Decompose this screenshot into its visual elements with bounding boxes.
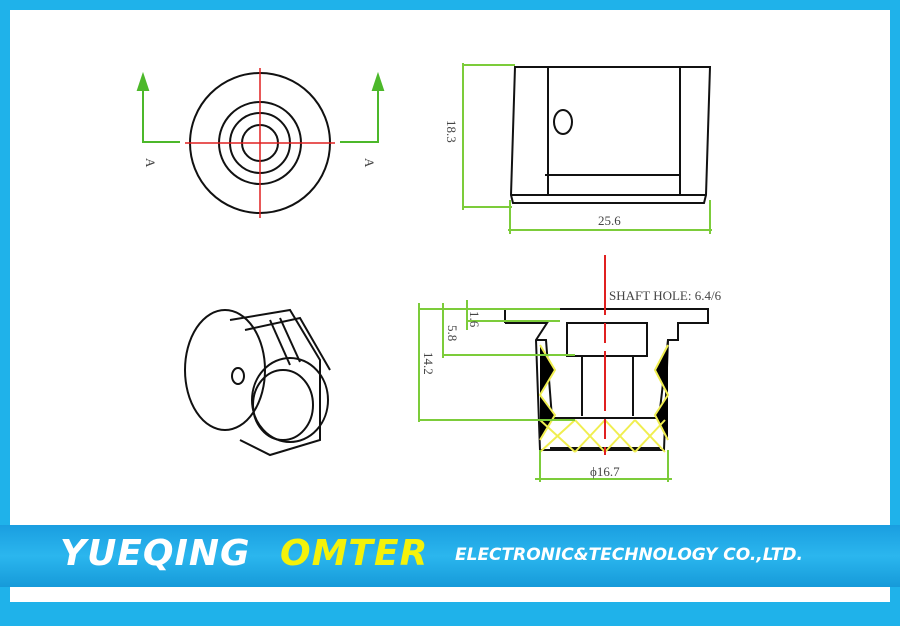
width-dimension: 25.6	[598, 213, 621, 228]
side-view	[509, 66, 712, 204]
section-label-left: A	[143, 158, 158, 168]
centerlines-top	[185, 68, 335, 218]
section-label-right: A	[362, 158, 377, 168]
dim-14-2: 14.2	[421, 352, 436, 375]
dim-1-6: 1.6	[467, 311, 482, 328]
section-view	[504, 308, 709, 451]
side-dimensions	[462, 63, 712, 234]
company-name-yellow: OMTER	[280, 533, 429, 574]
section-dimensions	[418, 300, 672, 482]
section-hatch	[538, 344, 670, 453]
company-banner: YUEQING OMTER ELECTRONIC&TECHNOLOGY CO.,…	[0, 525, 900, 587]
diameter-dimension: ϕ16.7	[590, 464, 620, 479]
company-subtitle: ELECTRONIC&TECHNOLOGY CO.,LTD.	[455, 545, 803, 565]
company-name-white: YUEQING	[60, 533, 251, 574]
drawing-sheet	[10, 10, 890, 602]
dim-5-8: 5.8	[445, 325, 460, 341]
perspective-view	[184, 308, 331, 457]
shaft-hole-label: SHAFT HOLE: 6.4/6	[609, 288, 722, 303]
height-dimension: 18.3	[444, 120, 459, 143]
section-arrows	[136, 71, 385, 143]
